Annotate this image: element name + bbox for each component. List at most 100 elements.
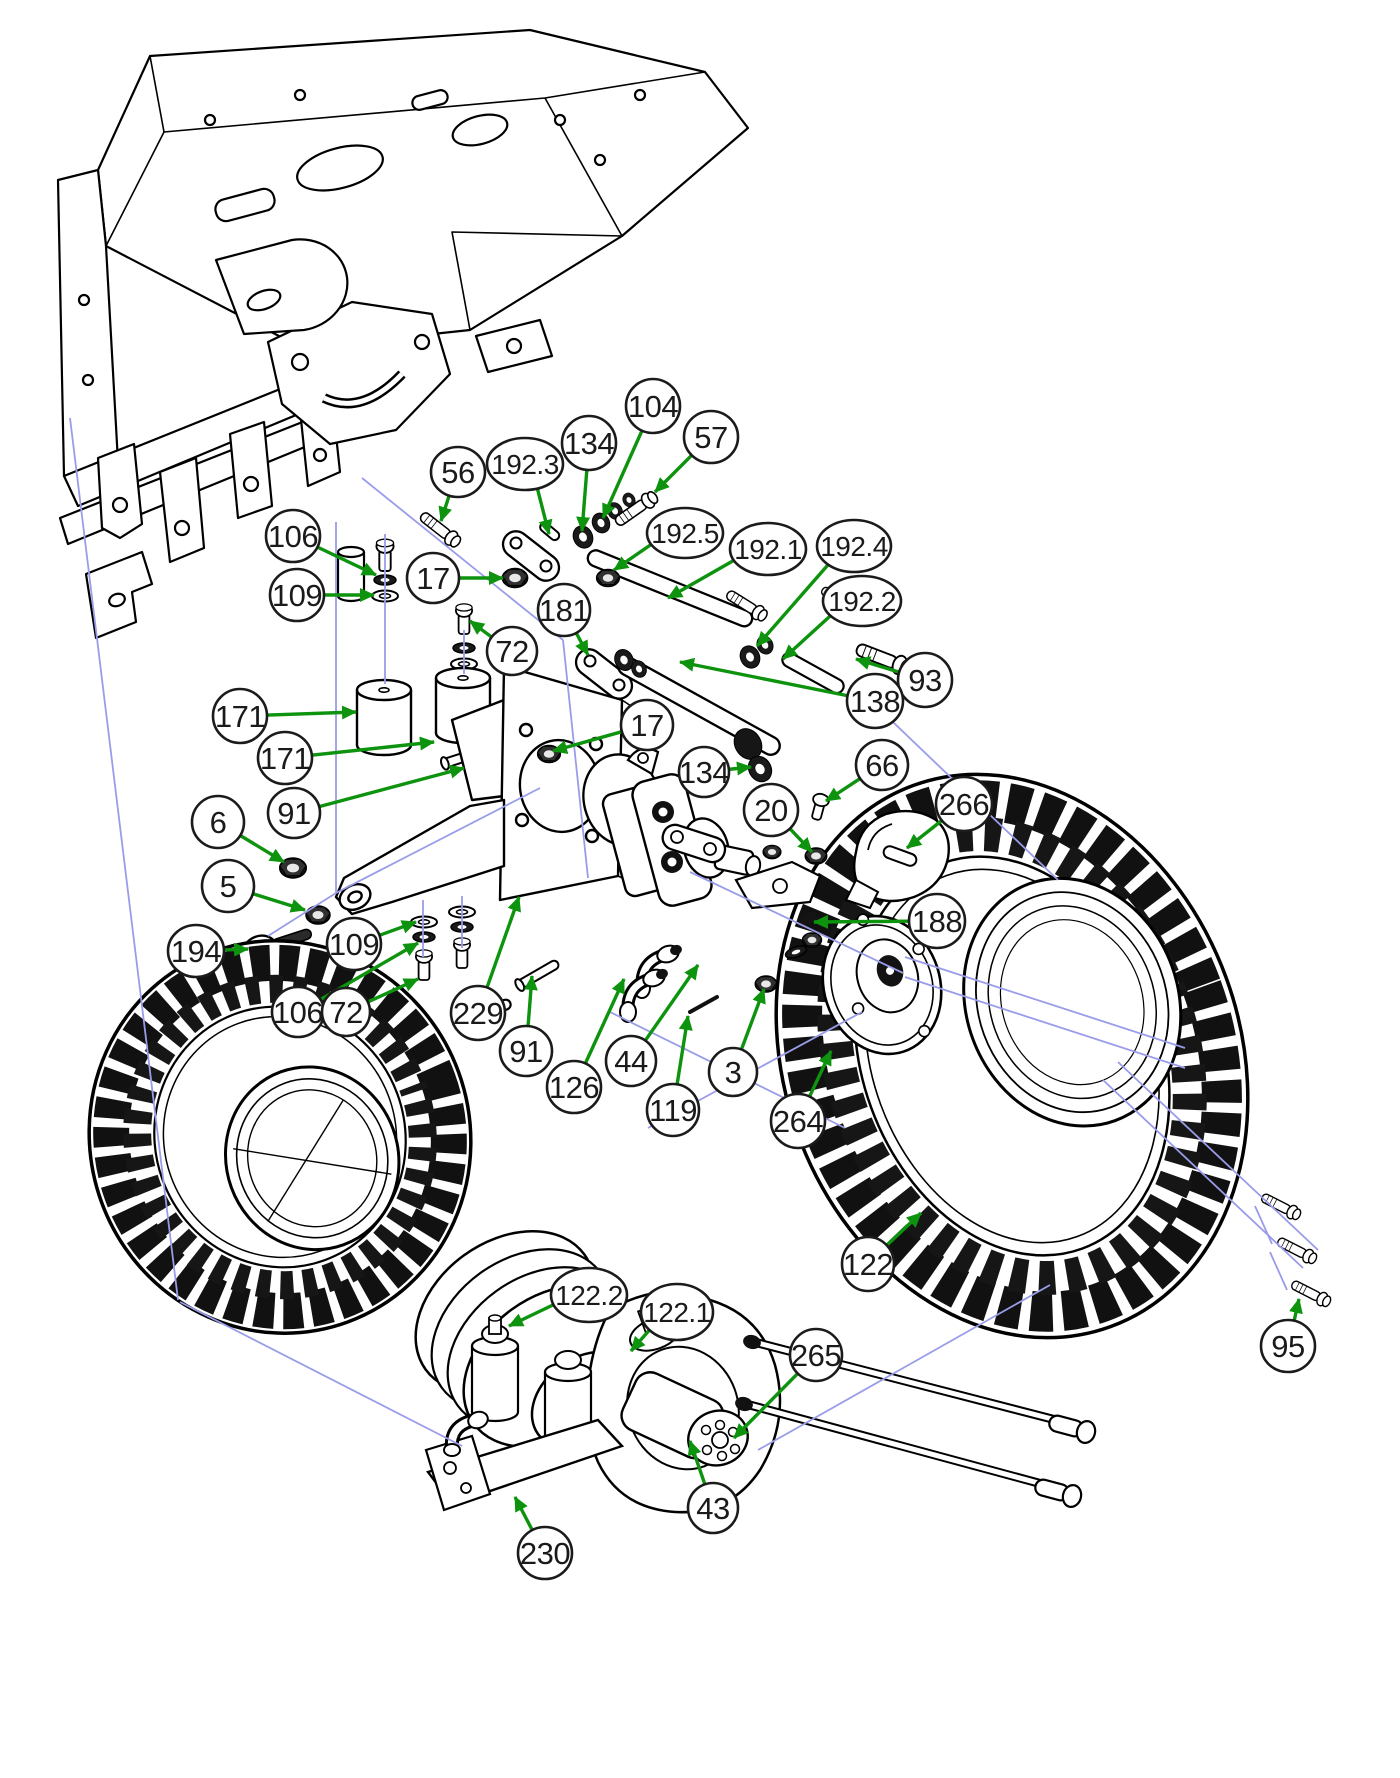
callout-17[interactable]: 17 bbox=[405, 551, 504, 605]
callout-balloon[interactable] bbox=[907, 892, 967, 950]
callout-264[interactable]: 264 bbox=[769, 1050, 833, 1150]
callout-134[interactable]: 134 bbox=[677, 745, 752, 799]
callout-122.2[interactable]: 122.2 bbox=[508, 1266, 629, 1328]
callout-balloon[interactable] bbox=[769, 1092, 827, 1150]
callout-192.5[interactable]: 192.5 bbox=[613, 506, 725, 572]
callout-balloon[interactable] bbox=[190, 794, 246, 850]
callout-104[interactable]: 104 bbox=[601, 377, 682, 519]
callout-balloon[interactable] bbox=[545, 1059, 603, 1115]
callout-balloon[interactable] bbox=[325, 916, 383, 972]
callout-balloon[interactable] bbox=[266, 786, 322, 840]
callout-balloon[interactable] bbox=[742, 782, 800, 838]
callout-balloon[interactable] bbox=[429, 445, 487, 499]
callout-balloon[interactable] bbox=[498, 1024, 554, 1078]
callout-balloon[interactable] bbox=[485, 436, 565, 492]
callout-181[interactable]: 181 bbox=[536, 582, 592, 656]
callout-138[interactable]: 138 bbox=[679, 657, 905, 730]
callout-balloon[interactable] bbox=[405, 551, 461, 605]
callout-230[interactable]: 230 bbox=[513, 1496, 574, 1581]
callout-66[interactable]: 66 bbox=[825, 738, 910, 803]
callout-119[interactable]: 119 bbox=[645, 1015, 701, 1138]
callout-171[interactable]: 171 bbox=[211, 687, 357, 745]
callout-93[interactable]: 93 bbox=[855, 651, 954, 709]
callout-95[interactable]: 95 bbox=[1259, 1298, 1317, 1374]
callout-192.3[interactable]: 192.3 bbox=[485, 436, 565, 535]
callout-label: 265 bbox=[791, 1338, 841, 1373]
callout-balloon[interactable] bbox=[845, 672, 905, 730]
callout-266[interactable]: 266 bbox=[905, 775, 994, 850]
callout-188[interactable]: 188 bbox=[813, 892, 967, 950]
callout-balloon[interactable] bbox=[256, 730, 314, 786]
callout-balloon[interactable] bbox=[677, 745, 731, 799]
callout-20[interactable]: 20 bbox=[742, 782, 814, 854]
flange-nut bbox=[595, 568, 621, 588]
callout-122[interactable]: 122 bbox=[840, 1211, 923, 1293]
callout-balloon[interactable] bbox=[549, 1266, 629, 1324]
callout-balloon[interactable] bbox=[1259, 1318, 1317, 1374]
callout-balloon[interactable] bbox=[604, 1034, 658, 1088]
callout-106[interactable]: 106 bbox=[264, 508, 377, 577]
callout-balloon[interactable] bbox=[682, 409, 740, 465]
callout-229[interactable]: 229 bbox=[449, 896, 521, 1042]
callout-balloon[interactable] bbox=[854, 738, 910, 792]
callout-17[interactable]: 17 bbox=[552, 698, 675, 754]
callout-balloon[interactable] bbox=[896, 651, 954, 709]
callout-balloon[interactable] bbox=[211, 687, 269, 745]
callout-balloon[interactable] bbox=[264, 508, 322, 564]
frame-hole bbox=[553, 113, 567, 127]
callout-balloon[interactable] bbox=[268, 567, 326, 623]
callout-109[interactable]: 109 bbox=[325, 916, 417, 972]
callout-balloon[interactable] bbox=[536, 582, 592, 638]
callout-balloon[interactable] bbox=[815, 518, 893, 574]
frame-deck-bend bbox=[105, 55, 706, 331]
callout-44[interactable]: 44 bbox=[604, 964, 700, 1088]
callout-106[interactable]: 106 bbox=[270, 941, 419, 1039]
callout-57[interactable]: 57 bbox=[653, 409, 740, 494]
callout-balloon[interactable] bbox=[821, 574, 903, 628]
callout-134[interactable]: 134 bbox=[560, 414, 618, 532]
callout-balloon[interactable] bbox=[560, 414, 618, 472]
callout-balloon[interactable] bbox=[788, 1327, 844, 1383]
callout-72[interactable]: 72 bbox=[468, 619, 539, 677]
callout-balloon[interactable] bbox=[516, 1525, 574, 1581]
callout-balloon[interactable] bbox=[320, 986, 372, 1038]
callout-91[interactable]: 91 bbox=[266, 764, 465, 840]
callout-arrow bbox=[312, 736, 435, 757]
callout-43[interactable]: 43 bbox=[686, 1440, 740, 1535]
callout-balloon[interactable] bbox=[166, 923, 226, 979]
callout-balloon[interactable] bbox=[485, 625, 539, 677]
callout-balloon[interactable] bbox=[449, 984, 507, 1042]
callout-91[interactable]: 91 bbox=[498, 975, 554, 1078]
callout-109[interactable]: 109 bbox=[268, 567, 375, 623]
callout-126[interactable]: 126 bbox=[545, 978, 626, 1115]
callout-56[interactable]: 56 bbox=[429, 445, 487, 522]
callout-balloon[interactable] bbox=[624, 377, 682, 435]
button-bolt bbox=[454, 602, 474, 635]
callout-6[interactable]: 6 bbox=[190, 794, 285, 864]
callout-balloon[interactable] bbox=[200, 858, 256, 914]
callout-194[interactable]: 194 bbox=[166, 923, 249, 979]
callout-5[interactable]: 5 bbox=[200, 858, 306, 914]
callout-balloon[interactable] bbox=[645, 506, 725, 560]
callout-arrow bbox=[905, 819, 943, 850]
callout-192.4[interactable]: 192.4 bbox=[755, 518, 893, 648]
callout-balloon[interactable] bbox=[707, 1046, 759, 1098]
callout-balloon[interactable] bbox=[934, 775, 994, 833]
callout-label: 192.4 bbox=[820, 531, 888, 562]
callout-72[interactable]: 72 bbox=[320, 977, 419, 1038]
callout-171[interactable]: 171 bbox=[256, 730, 435, 786]
callout-balloon[interactable] bbox=[840, 1235, 896, 1293]
callout-122.1[interactable]: 122.1 bbox=[629, 1282, 715, 1353]
callout-192.2[interactable]: 192.2 bbox=[781, 574, 903, 661]
callout-balloon[interactable] bbox=[645, 1082, 701, 1138]
callout-192.1[interactable]: 192.1 bbox=[667, 521, 808, 600]
callout-balloon[interactable] bbox=[619, 698, 675, 752]
callout-balloon[interactable] bbox=[686, 1481, 740, 1535]
callout-balloon[interactable] bbox=[728, 521, 808, 577]
callout-265[interactable]: 265 bbox=[732, 1327, 844, 1440]
callout-label: 192.3 bbox=[491, 449, 559, 480]
callout-arrow bbox=[813, 914, 909, 929]
callout-arrow bbox=[687, 1440, 707, 1484]
callout-3[interactable]: 3 bbox=[707, 988, 766, 1098]
callout-balloon[interactable] bbox=[639, 1282, 715, 1342]
